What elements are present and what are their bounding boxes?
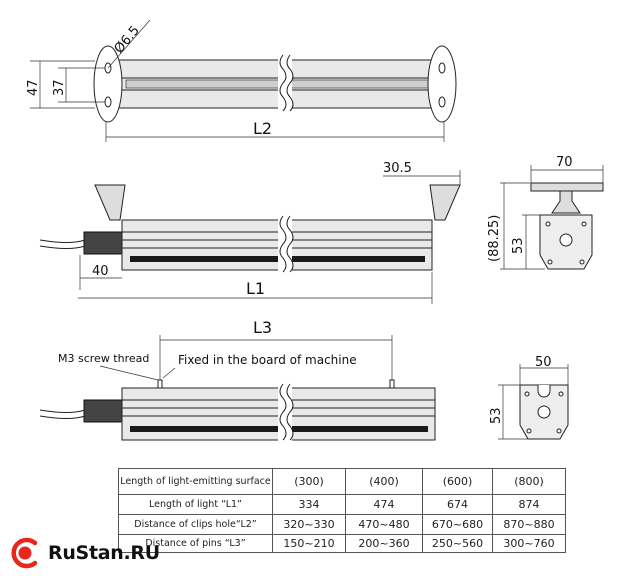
dim-hole-diameter: Ø6.5 [112, 23, 143, 56]
left-bracket [94, 184, 126, 221]
spec-table: Length of light-emitting surface (300) (… [118, 468, 566, 553]
table-row: Distance of pins “L3” 150~210 200~360 25… [118, 534, 566, 553]
cell: 670~680 [422, 514, 493, 535]
cell: (800) [492, 468, 566, 495]
cell: 334 [272, 494, 346, 515]
end-view-pins: 50 53 [489, 355, 569, 440]
cell: (600) [422, 468, 493, 495]
dim-30-5: 30.5 [383, 161, 412, 176]
row-label: Length of light “L1” [118, 494, 273, 515]
row-label: Distance of clips hole“L2” [118, 514, 273, 535]
cell: 250~560 [422, 534, 493, 553]
end-view-bracket: 70 (88.25) 53 [487, 155, 604, 270]
label-m3-screw-thread: M3 screw thread [58, 352, 149, 365]
logo-text: RuStan.RU [48, 542, 160, 564]
cell: (300) [272, 468, 346, 495]
table-row: Length of light “L1” 334 474 674 874 [118, 494, 566, 515]
right-pin [389, 379, 395, 389]
dim-53-bracket: 53 [511, 237, 526, 254]
dim-88-25: (88.25) [487, 215, 502, 262]
right-mounting-plate [427, 45, 457, 123]
top-view: 47 37 Ø6.5 L2 [26, 19, 457, 142]
side-view: 30.5 40 L1 [39, 161, 461, 304]
cell: 874 [492, 494, 566, 515]
dim-L2: L2 [253, 119, 272, 138]
dim-70: 70 [556, 155, 573, 170]
dim-L3: L3 [253, 318, 272, 337]
logo-icon [11, 537, 38, 569]
rustan-logo: RuStan.RU [8, 536, 160, 570]
side-view-body [121, 219, 433, 271]
dim-L1: L1 [246, 279, 265, 298]
table-row: Distance of clips hole“L2” 320~330 470~4… [118, 514, 566, 535]
table-row: Length of light-emitting surface (300) (… [118, 468, 566, 495]
dim-37: 37 [52, 79, 67, 96]
dim-40: 40 [92, 264, 109, 279]
row-label: Length of light-emitting surface [118, 468, 273, 495]
cell: 870~880 [492, 514, 566, 535]
pin-view: L3 M3 screw thread Fixed in the board of… [39, 318, 436, 446]
left-mounting-plate [93, 45, 123, 123]
cell: 320~330 [272, 514, 346, 535]
cell: 674 [422, 494, 493, 515]
cell: (400) [345, 468, 423, 495]
dim-50: 50 [535, 355, 552, 370]
right-bracket [429, 184, 461, 221]
cell: 300~760 [492, 534, 566, 553]
label-fixed-in-board: Fixed in the board of machine [178, 353, 357, 367]
dim-47: 47 [26, 79, 41, 96]
dim-53-pins: 53 [489, 407, 504, 424]
cell: 200~360 [345, 534, 423, 553]
left-pin [157, 379, 163, 389]
cell: 470~480 [345, 514, 423, 535]
cable-connector [83, 231, 123, 255]
cell: 150~210 [272, 534, 346, 553]
cell: 474 [345, 494, 423, 515]
